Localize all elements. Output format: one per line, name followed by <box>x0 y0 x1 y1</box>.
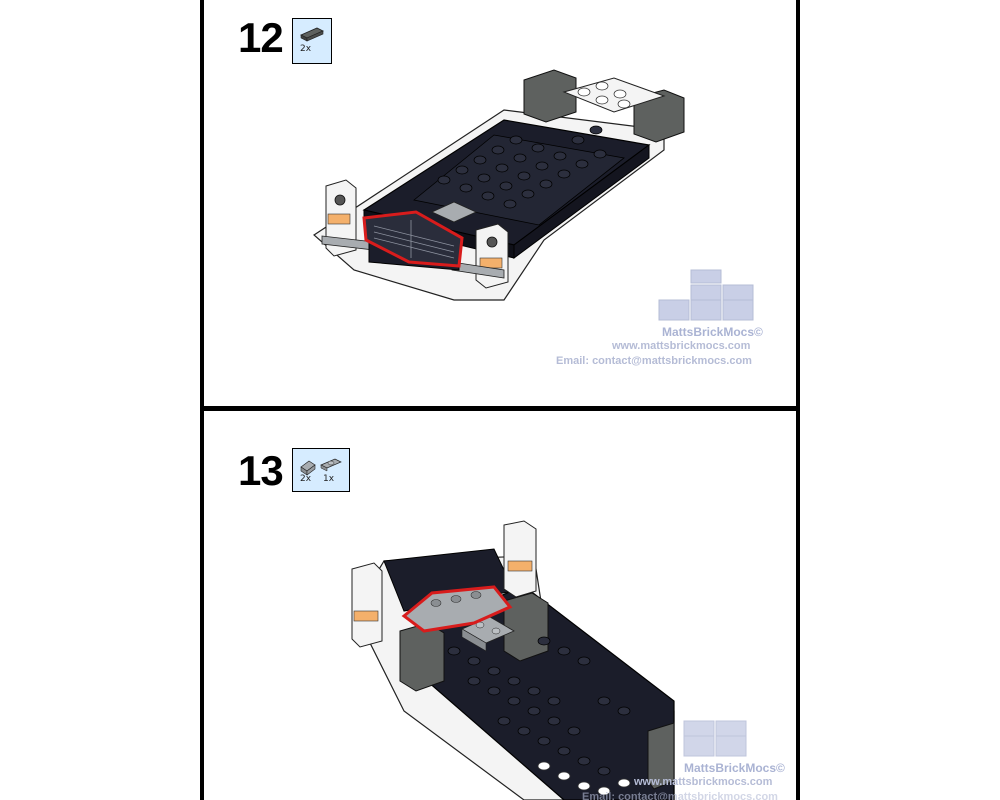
step-12-panel: 12 2x <box>204 0 796 406</box>
brick-logo-watermark <box>683 720 747 757</box>
step-13-model-illustration <box>351 520 675 800</box>
parts-callout: 2x <box>292 18 332 64</box>
step-12-model-illustration <box>313 69 685 301</box>
watermark-website: www.mattsbrickmocs.com <box>634 776 773 788</box>
highlight-outline <box>362 210 464 268</box>
step-number: 12 <box>238 14 284 61</box>
part-quantity: 1x <box>323 474 335 484</box>
page-border-left <box>200 0 204 800</box>
light-gray-slope-icon <box>300 458 342 476</box>
part-quantity: 2x <box>300 44 312 54</box>
part-quantity: 2x <box>300 474 312 484</box>
watermark-brand: MattsBrickMocs© <box>662 325 763 339</box>
highlight-outline <box>401 585 513 633</box>
watermark-brand: MattsBrickMocs© <box>684 761 785 775</box>
brick-logo-watermark <box>658 269 754 321</box>
step-13-panel: 13 2x 1x <box>204 411 796 800</box>
page-border-right <box>796 0 800 800</box>
watermark-email: Email: contact@mattsbrickmocs.com <box>556 355 752 367</box>
watermark-email: Email: contact@mattsbrickmocs.com <box>582 791 778 800</box>
watermark-website: www.mattsbrickmocs.com <box>612 340 751 352</box>
step-number: 13 <box>238 447 284 494</box>
step-divider <box>200 406 800 411</box>
dark-gray-tile-icon <box>300 27 324 42</box>
parts-callout: 2x 1x <box>292 448 350 492</box>
